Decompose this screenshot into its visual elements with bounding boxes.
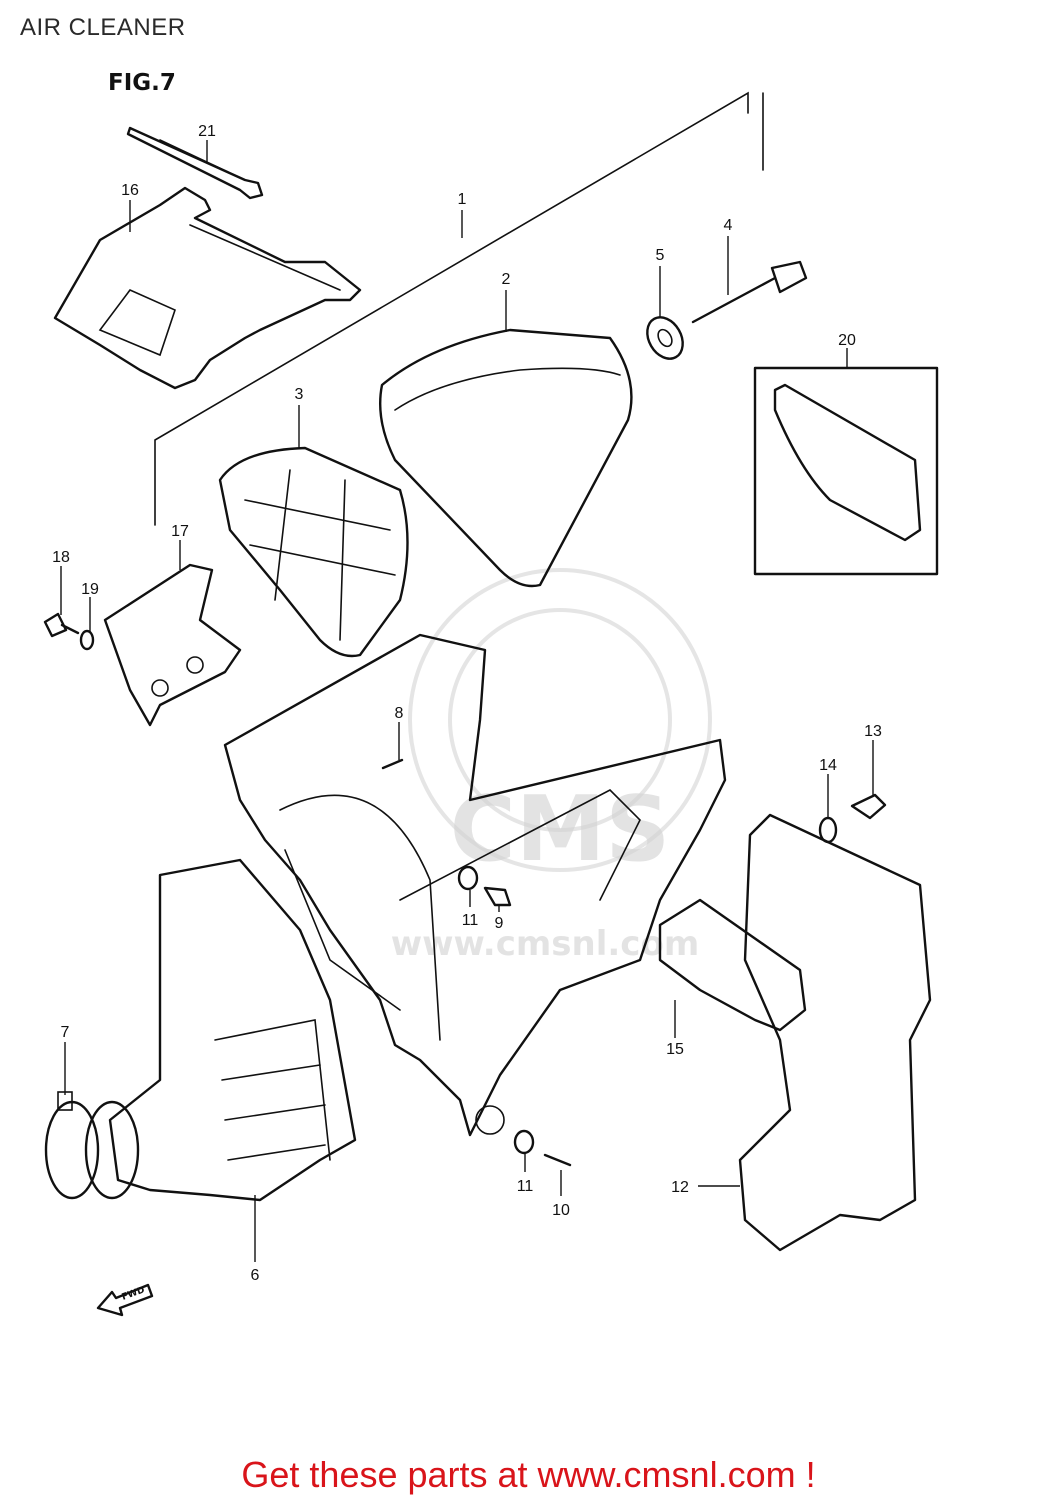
callout-19: 19 xyxy=(81,581,99,598)
callout-11-upper: 11 xyxy=(462,912,479,929)
footer-parts-link[interactable]: Get these parts at www.cmsnl.com ! xyxy=(241,1454,816,1495)
part-19-washer xyxy=(79,629,95,651)
part-21-cable-tie xyxy=(126,126,264,200)
part-5-washer xyxy=(646,316,684,360)
page-title: AIR CLEANER xyxy=(20,14,186,41)
callout-14: 14 xyxy=(819,757,837,774)
part-9-bolt xyxy=(483,886,512,907)
callout-5: 5 xyxy=(656,247,665,264)
part-20-label-box xyxy=(753,366,939,576)
callout-15: 15 xyxy=(666,1041,684,1058)
part-3-filter-cage xyxy=(218,446,409,658)
callout-17: 17 xyxy=(171,523,189,540)
callout-4: 4 xyxy=(724,217,733,234)
figure-label: FIG.7 xyxy=(108,70,176,96)
assembly-bracket xyxy=(154,91,764,526)
part-2-filter-element xyxy=(379,328,633,588)
callout-10: 10 xyxy=(552,1202,570,1219)
callout-7: 7 xyxy=(61,1024,70,1041)
part-11-collar-lower xyxy=(513,1129,535,1155)
callout-21: 21 xyxy=(198,123,216,140)
callout-13: 13 xyxy=(864,723,882,740)
callout-2: 2 xyxy=(502,271,511,288)
part-16-cover xyxy=(53,186,362,390)
part-13-bolt xyxy=(850,793,887,820)
watermark-brand: CMS xyxy=(450,777,670,882)
part-11-collar-upper xyxy=(457,865,479,891)
callout-8: 8 xyxy=(395,705,404,722)
callout-9: 9 xyxy=(495,915,504,932)
callout-12: 12 xyxy=(671,1179,689,1196)
callout-20: 20 xyxy=(838,332,856,349)
callout-labels: 1 2 3 4 5 6 7 8 9 10 11 11 12 13 14 15 1… xyxy=(52,123,882,1284)
part-14-washer xyxy=(818,816,838,844)
part-10-bolt xyxy=(543,1153,572,1167)
callout-3: 3 xyxy=(295,386,304,403)
watermark-url: www.cmsnl.com xyxy=(391,924,700,964)
cms-watermark-logo: CMS www.cmsnl.com xyxy=(391,568,712,964)
callout-11-lower: 11 xyxy=(517,1178,534,1195)
callout-6: 6 xyxy=(251,1267,260,1284)
part-7-clamp xyxy=(44,1091,140,1200)
callout-1: 1 xyxy=(458,191,467,208)
fwd-arrow-icon: FWD xyxy=(96,1283,154,1317)
part-18-bolt xyxy=(43,612,80,638)
callout-16: 16 xyxy=(121,182,139,199)
part-4-wing-bolt xyxy=(691,260,808,324)
part-12-side-cover xyxy=(738,813,932,1252)
callout-leaders xyxy=(60,140,874,1262)
part-8-screw xyxy=(381,758,404,770)
part-15-side-bracket xyxy=(658,898,807,1032)
part-6-intake-duct xyxy=(108,858,357,1202)
callout-18: 18 xyxy=(52,549,70,566)
air-cleaner-case xyxy=(223,633,727,1137)
part-17-bracket xyxy=(103,563,242,727)
exploded-parts-diagram: CMS www.cmsnl.com xyxy=(43,91,939,1317)
